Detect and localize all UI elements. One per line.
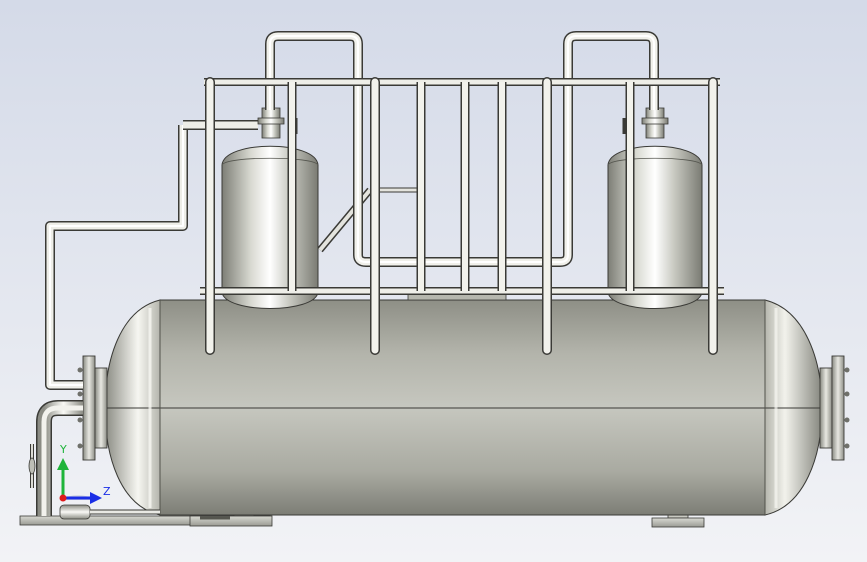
horizontal-vessel [104,299,823,516]
coordinate-triad[interactable] [57,458,102,504]
left-valve [28,444,36,488]
z-axis-label: Z [103,485,111,498]
x-axis-dot [59,494,67,502]
left-piping [36,120,258,516]
drain-pipe [59,504,230,520]
y-axis-arrowhead [57,458,69,470]
y-axis-label: Y [60,443,67,456]
z-axis-arrowhead [90,492,102,504]
handrail [200,77,724,355]
